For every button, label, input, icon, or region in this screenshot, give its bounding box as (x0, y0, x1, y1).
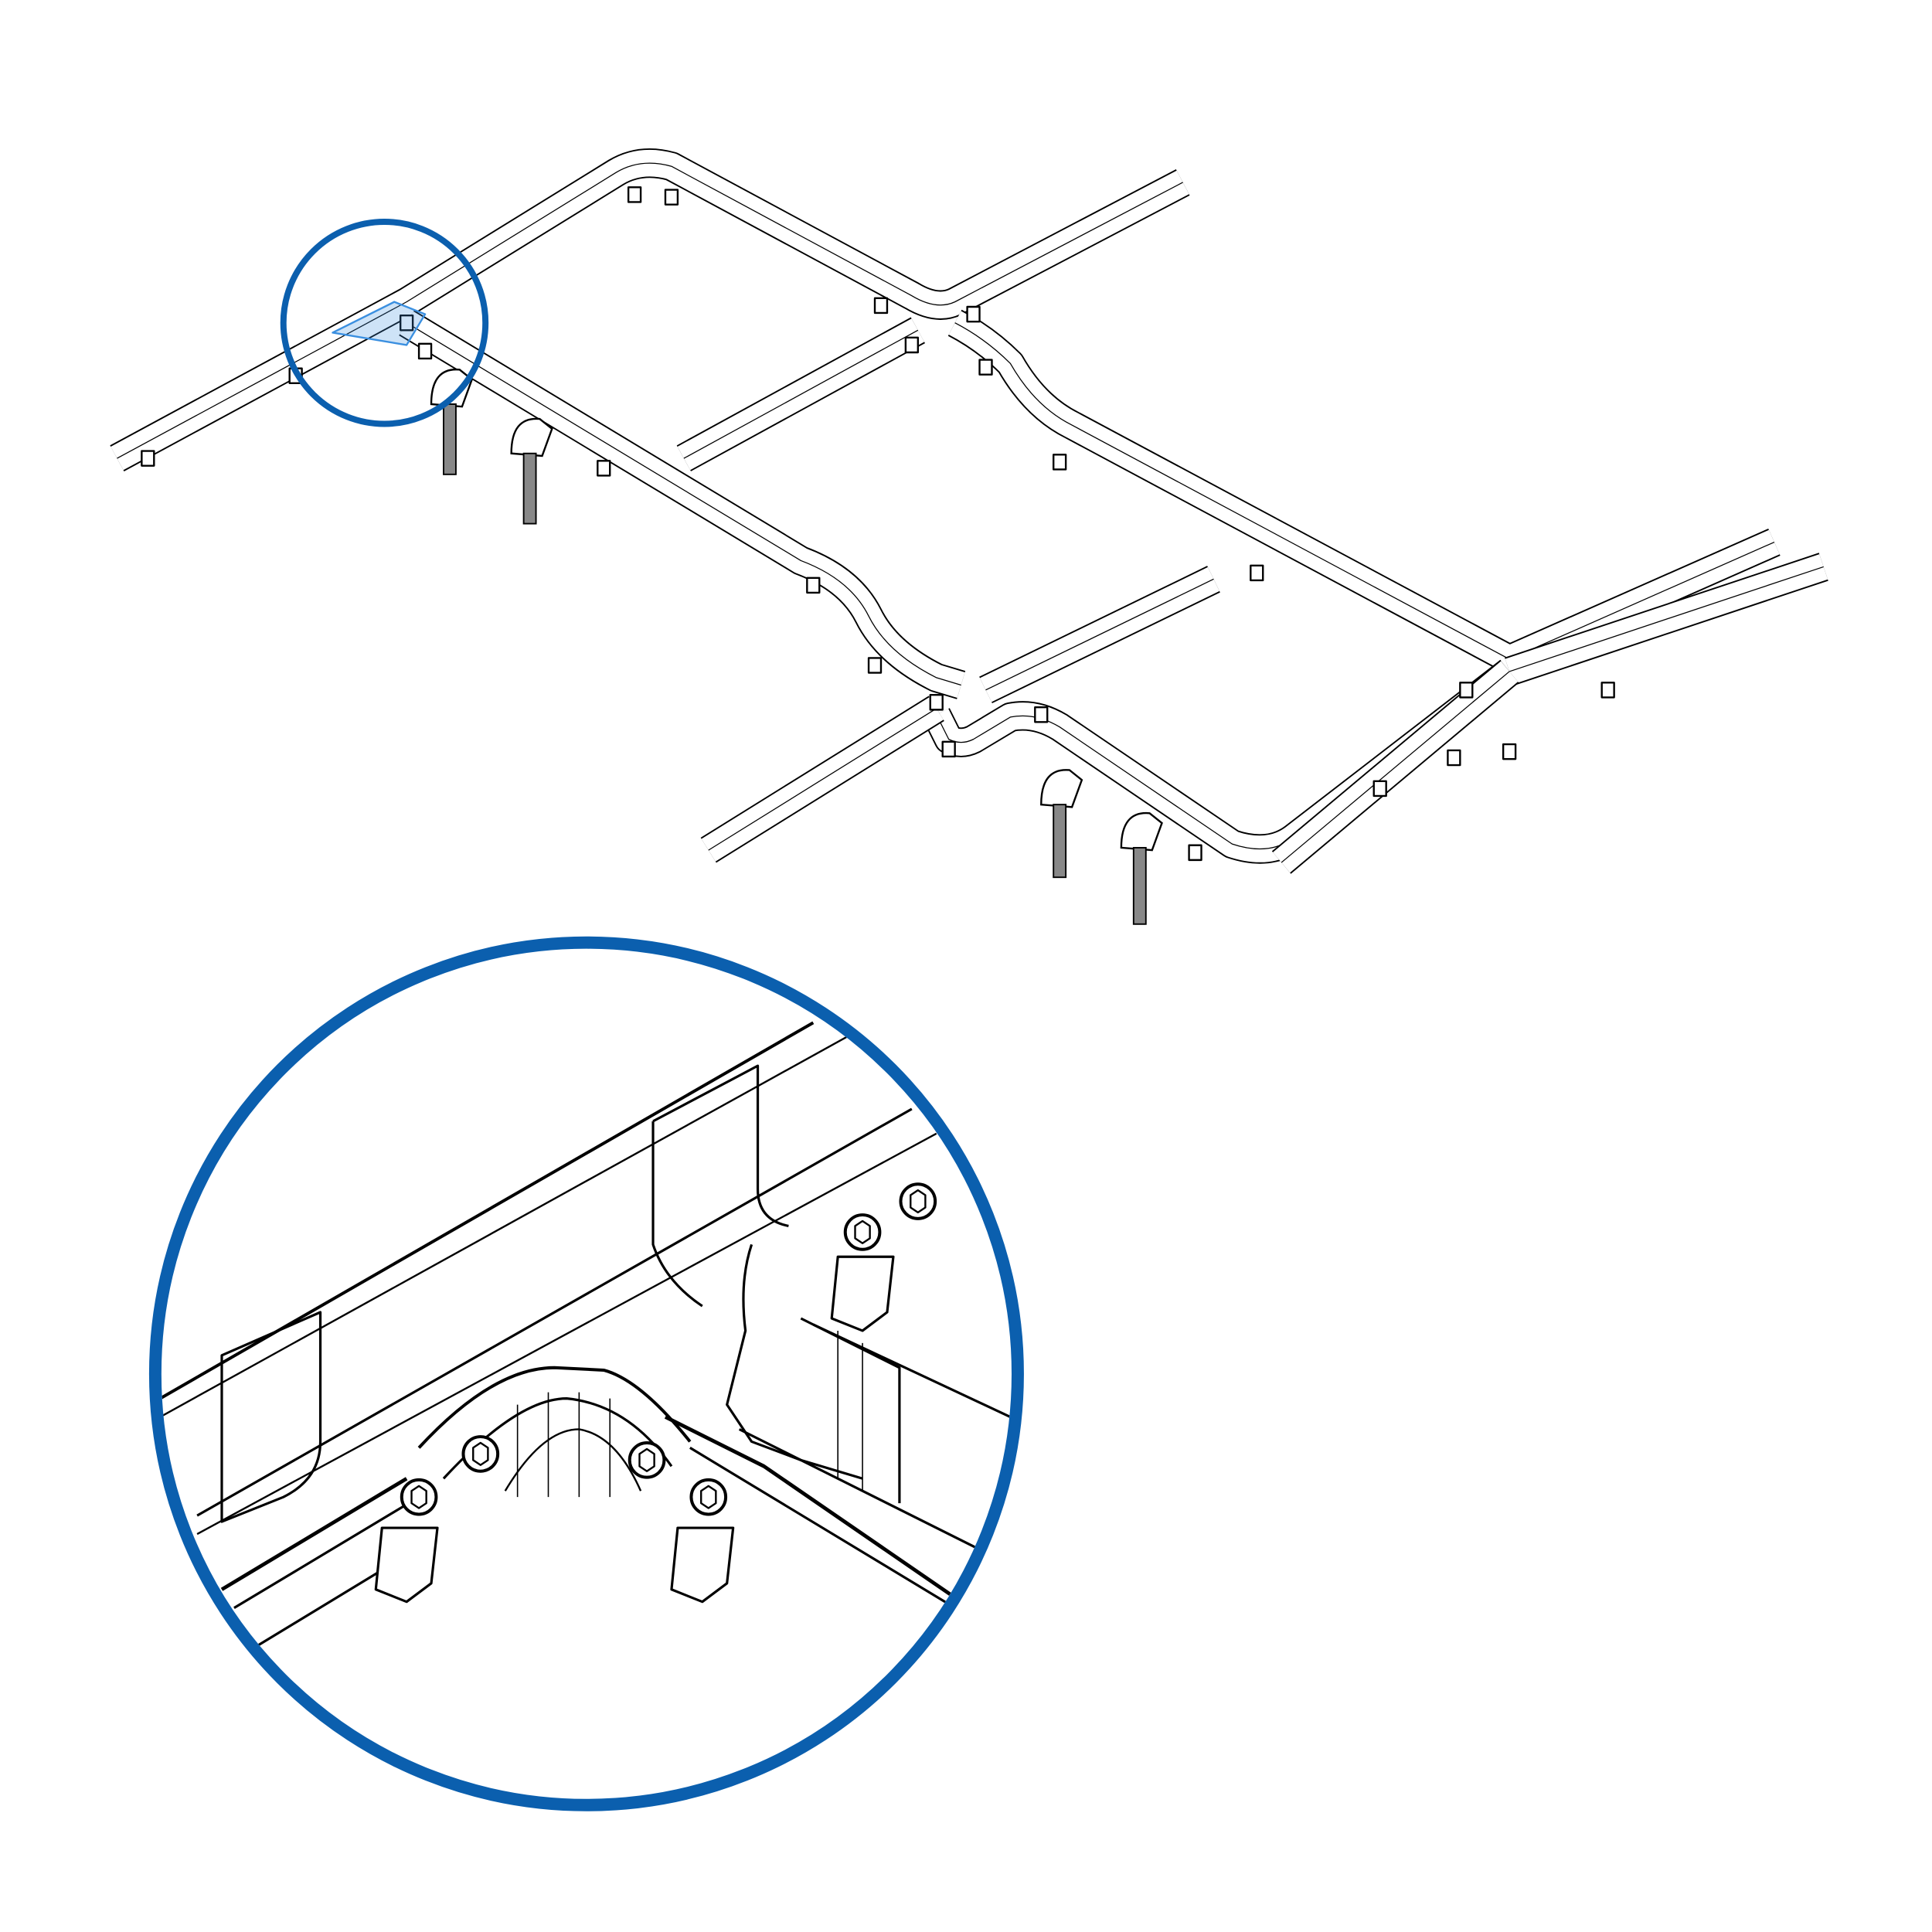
end-cap-left (220, 1311, 322, 1523)
hex-socket (700, 1485, 717, 1509)
tray-right-arm-centerline (1509, 566, 1824, 672)
tray-clip-bracket (873, 297, 889, 315)
tray-clip-bracket (1250, 564, 1264, 582)
tray-clip-bracket (1447, 749, 1461, 767)
tray-clip-bracket (1034, 706, 1049, 723)
tray-clip-bracket (929, 694, 944, 711)
highlighted-tee (332, 301, 427, 346)
hex-socket (410, 1485, 427, 1509)
tray-right-rail (664, 1415, 962, 1604)
tray-left-stub-centerline (683, 329, 919, 459)
tray-clip-bracket (627, 186, 642, 203)
tray-clip-bracket (978, 359, 993, 376)
rod-hanger-clamp (1040, 769, 1083, 808)
threaded-rod-supports (430, 369, 1163, 925)
clip-body (670, 1526, 735, 1604)
tray-right-wall (738, 1428, 999, 1560)
end-cap-top (652, 1064, 789, 1227)
tray-rail-2 (233, 1495, 420, 1610)
clip-body (830, 1255, 895, 1332)
tray-clip-bracket (904, 336, 920, 354)
end-cap-right (800, 1317, 901, 1504)
hex-socket (638, 1447, 655, 1472)
tray-right-run-centerline (954, 322, 1775, 660)
hex-socket (910, 1189, 927, 1214)
clip-body (374, 1526, 439, 1604)
threaded-rod (1053, 804, 1067, 879)
tray-clip-bracket (664, 189, 679, 206)
tray-clip-bracket (141, 450, 155, 467)
tray-rail (220, 1477, 408, 1591)
tray-far-wall (196, 1107, 913, 1517)
tee-floor-curve (504, 1428, 642, 1492)
detail-marker-circle (280, 219, 489, 427)
tray-clip-bracket (806, 577, 821, 594)
tray-clip-bracket (1459, 682, 1474, 699)
threaded-rod (1132, 846, 1147, 925)
tray-top-edge-inner (161, 1034, 851, 1418)
vertical-joint-wall (726, 1243, 863, 1480)
end-cap-right-ribs (837, 1330, 863, 1492)
tray-clip-bracket (1600, 682, 1615, 699)
tray-lower-right-centerline (1281, 671, 1510, 863)
tray-clip-bracket (1372, 780, 1387, 798)
tray-clip-bracket (1053, 454, 1067, 471)
tray-clip-bracket (1502, 743, 1517, 760)
tray-middle-stub-centerline (985, 578, 1214, 691)
tray-clip-bracket (966, 305, 981, 323)
tee-ribs (516, 1392, 611, 1498)
tray-far-wall-lip (196, 1132, 937, 1536)
threaded-rod (522, 452, 537, 525)
threaded-rod (443, 403, 457, 475)
tray-clip-bracket (399, 314, 414, 332)
tray-clip-bracket (867, 657, 883, 674)
tray-clip-bracket (941, 740, 956, 758)
tray-network-overview (110, 148, 1828, 874)
hex-socket (472, 1441, 489, 1466)
tee-inner-curve (417, 1366, 692, 1449)
rod-hanger-clamp (510, 417, 553, 457)
tray-clip-bracket (417, 342, 433, 360)
end-cap-top-edge (651, 1121, 703, 1308)
tray-lower-left-stub-centerline (708, 708, 937, 851)
tray-clip-bracket (597, 460, 611, 477)
detail-view-circle (148, 936, 1024, 1811)
hex-socket (854, 1219, 871, 1244)
tray-left-run-centerline (406, 322, 961, 686)
rod-hanger-clamp (1120, 812, 1163, 852)
tray-main-upper-centerline (117, 162, 1183, 459)
tray-clip-bracket (1188, 844, 1202, 862)
tray-main-upper-inner (111, 149, 1189, 471)
tray-main-upper-outer (110, 148, 1190, 471)
magnified-tee-junction (161, 1021, 1012, 1646)
tray-right-rail-2 (689, 1447, 987, 1628)
tray-top-edge (161, 1021, 815, 1400)
